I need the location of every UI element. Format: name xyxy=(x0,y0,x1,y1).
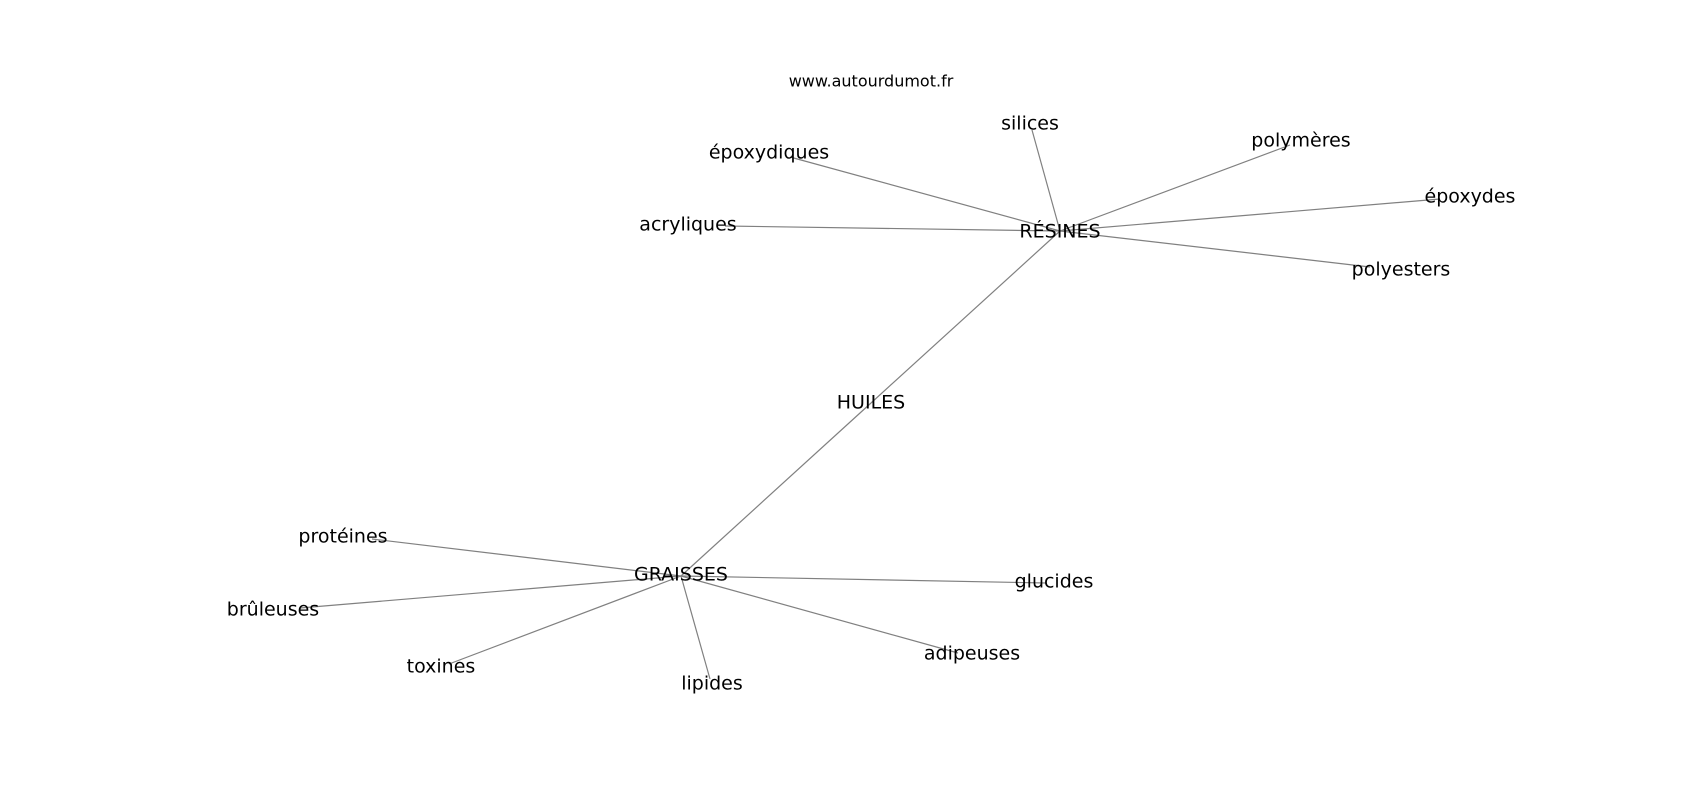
edge-graisses-proteines xyxy=(371,538,682,577)
edge-resines-acryliques xyxy=(724,225,1061,232)
node-polyesters[interactable]: polyesters xyxy=(1352,259,1451,281)
node-acryliques[interactable]: acryliques xyxy=(639,214,736,236)
edges-layer xyxy=(299,129,1441,680)
node-epoxydes[interactable]: époxydes xyxy=(1425,186,1516,208)
edge-resines-polymeres xyxy=(1059,144,1291,232)
node-polymeres[interactable]: polymères xyxy=(1251,130,1350,152)
edge-resines-silices xyxy=(1031,129,1061,232)
edge-graisses-lipides xyxy=(680,575,711,680)
node-lipides[interactable]: lipides xyxy=(681,673,743,695)
node-proteines[interactable]: protéines xyxy=(298,526,387,548)
edge-graisses-adipeuses xyxy=(680,575,959,654)
edge-resines-epoxydes xyxy=(1059,198,1441,232)
source-label: www.autourdumot.fr xyxy=(789,72,954,91)
node-bruleuses[interactable]: brûleuses xyxy=(227,599,319,621)
node-graisses[interactable]: GRAISSES xyxy=(634,564,728,586)
edge-graisses-glucides xyxy=(680,575,1047,584)
nodes-layer: HUILES RÉSINES GRAISSES silices époxydiques p… xyxy=(227,113,1516,695)
node-epoxydiques[interactable]: époxydiques xyxy=(709,142,829,164)
node-huiles[interactable]: HUILES xyxy=(837,392,905,414)
edge-graisses-bruleuses xyxy=(299,575,682,609)
edge-resines-polyesters xyxy=(1059,230,1371,268)
edge-huiles-resines xyxy=(870,230,1061,404)
node-silices[interactable]: silices xyxy=(1001,113,1059,135)
node-toxines[interactable]: toxines xyxy=(407,656,476,678)
edge-huiles-graisses xyxy=(680,402,872,577)
node-glucides[interactable]: glucides xyxy=(1015,571,1094,593)
edge-resines-epoxydiques xyxy=(789,156,1061,232)
node-adipeuses[interactable]: adipeuses xyxy=(924,643,1020,665)
node-resines[interactable]: RÉSINES xyxy=(1019,220,1100,243)
edge-graisses-toxines xyxy=(448,575,682,665)
